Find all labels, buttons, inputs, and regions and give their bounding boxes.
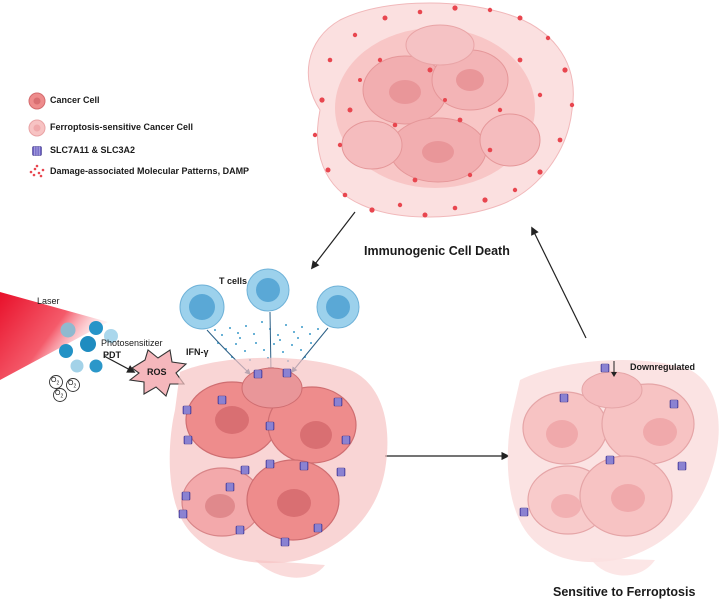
legend-label-cancer-cell: Cancer Cell	[50, 95, 100, 105]
immunogenic-cell-death-cluster	[307, 2, 575, 218]
tumor-cluster	[169, 357, 388, 578]
legend	[28, 92, 46, 178]
downregulated-marker	[600, 361, 617, 377]
ros-label: ROS	[147, 367, 167, 377]
pdt-label: PDT	[103, 350, 121, 360]
icd-label: Immunogenic Cell Death	[364, 244, 510, 258]
cancer-cell-icon	[28, 92, 46, 110]
ifn-gamma-dots	[214, 321, 319, 362]
arrow-ferroptosis-to-icd	[531, 226, 587, 339]
damp-dots-icon	[29, 164, 45, 178]
oxygen-label-3: O2	[55, 390, 64, 400]
t-cells	[179, 268, 360, 330]
ferroptosis-sensitive-cell-icon	[28, 119, 46, 137]
oxygen-molecules	[49, 375, 80, 402]
arrow-pdt-to-ros	[103, 355, 136, 373]
laser-label: Laser	[37, 296, 60, 306]
photosensitizer-label: Photosensitizer	[101, 338, 163, 348]
laser-beam	[0, 292, 108, 380]
transporter-icon	[32, 146, 42, 156]
legend-label-ferroptosis-sensitive: Ferroptosis-sensitive Cancer Cell	[50, 122, 194, 132]
oxygen-label-2: O2	[68, 380, 77, 390]
oxygen-label-1: O2	[51, 377, 60, 387]
legend-label-transporter: SLC7A11 & SLC3A2	[50, 145, 136, 155]
legend-label-damp: Damage-associated Molecular Patterns, DA…	[50, 166, 250, 176]
ifn-gamma-label: IFN-γ	[186, 347, 209, 357]
photosensitizer-molecules	[59, 321, 118, 373]
sensitive-to-ferroptosis-label: Sensitive to Ferroptosis	[553, 585, 696, 599]
downregulated-label: Downregulated	[630, 362, 696, 372]
arrow-icd-to-tcells	[310, 211, 356, 270]
t-cells-label: T cells	[219, 276, 248, 286]
ferroptosis-sensitive-cluster	[507, 359, 719, 576]
